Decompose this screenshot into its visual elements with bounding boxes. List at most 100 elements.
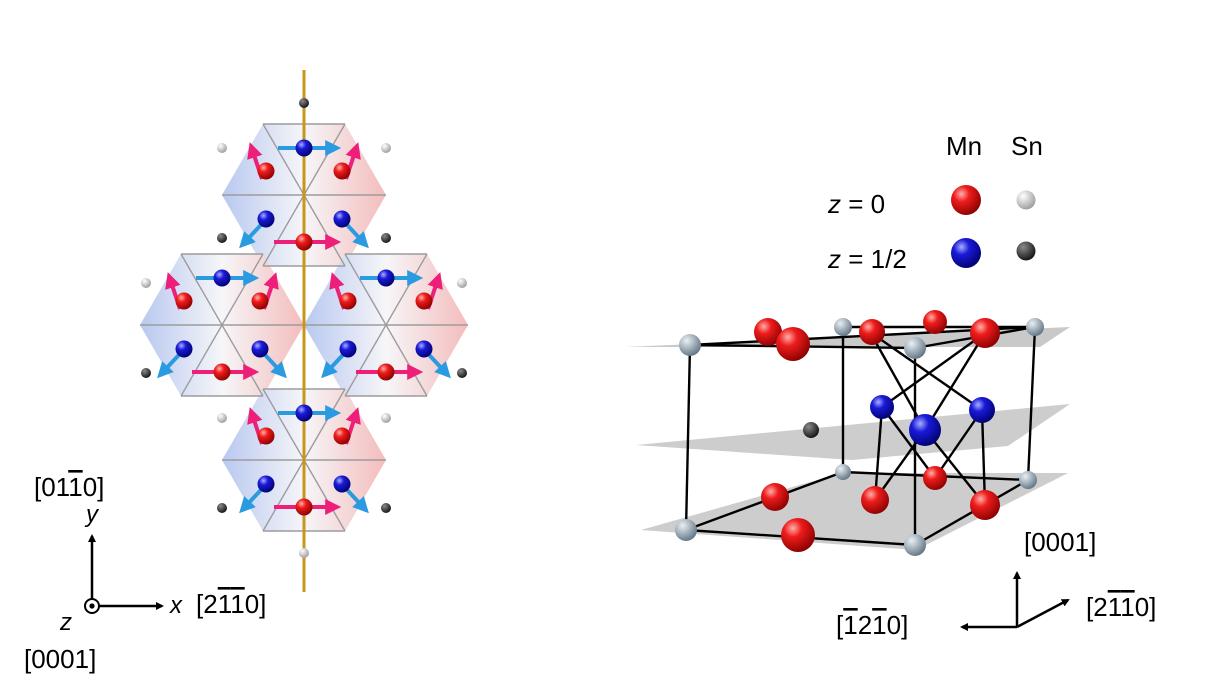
mn-atom-z-half <box>257 475 275 493</box>
mn-atom-z0 <box>295 233 313 251</box>
mn-atom-z0 <box>861 486 889 514</box>
sn-atom-z0 <box>381 143 391 153</box>
mn-atom-z0 <box>257 427 275 445</box>
cell-edge <box>934 409 983 479</box>
sn-atom-z-half <box>217 503 227 513</box>
mn-atom-z-half <box>339 340 357 358</box>
c-direction-label: [0001] <box>1024 527 1096 557</box>
sn-atom <box>904 337 926 359</box>
mn-atom-z0 <box>761 483 789 511</box>
cell-edge <box>923 332 987 431</box>
mn-atoms <box>175 139 433 516</box>
sn-atom-z-half <box>457 368 467 378</box>
x-direction-label: [2110] <box>196 589 266 619</box>
sn-atom-z-half <box>217 233 227 243</box>
sn-atom <box>1026 318 1044 336</box>
mn-atom-z0 <box>333 162 351 180</box>
legend-sn-z-half-atom <box>1016 241 1036 261</box>
cell-atoms <box>675 310 1044 556</box>
mn-atom-z-half <box>257 210 275 228</box>
sn-atom-z0 <box>299 548 309 558</box>
sn-atom-z-half <box>381 503 391 513</box>
mn-atom-z0 <box>251 292 269 310</box>
mn-atom-z0 <box>257 162 275 180</box>
right-coordinate-axes: [0001] [1210] [2110] <box>836 527 1156 640</box>
mn-atom-z0 <box>923 310 947 334</box>
sn-atom-z0 <box>217 413 227 423</box>
kagome-lattice-panel <box>140 70 468 592</box>
left-coordinate-axes: [0110] y x [2110] z [0001] <box>24 472 266 674</box>
mn-atom-z0 <box>923 466 947 490</box>
sn-atom-z-half <box>299 98 309 108</box>
cell-edge <box>914 478 1029 547</box>
cell-edge <box>873 406 884 501</box>
mn-atom-z0 <box>175 292 193 310</box>
plane-bottom <box>641 473 1068 550</box>
cell-edge <box>980 409 987 506</box>
mn-atom-z-half <box>333 475 351 493</box>
unit-cell-3d <box>626 310 1070 556</box>
legend-mn-z-half-atom <box>951 238 981 268</box>
z-direction-label: [0001] <box>24 644 96 674</box>
x-axis-label: x <box>169 592 183 619</box>
cell-edge <box>868 331 927 431</box>
mn-atom-z-half <box>175 340 193 358</box>
cell-edge <box>924 429 986 506</box>
mn-atom-z-half <box>213 269 231 287</box>
a2-direction-label: [2110] <box>1086 592 1156 622</box>
mn-atom-z-half <box>251 340 269 358</box>
mn-atom-z-half <box>415 340 433 358</box>
overbar-digit: 1 <box>68 472 82 502</box>
sn-atom-z-half <box>381 233 391 243</box>
y-axis-label: y <box>84 501 100 528</box>
mn-atom-z0 <box>781 518 815 552</box>
mn-atom-z0 <box>415 292 433 310</box>
mn-atom-z-half <box>870 395 894 419</box>
a1-direction-label: [1210] <box>836 610 908 640</box>
mn-atom-z-half <box>969 397 995 423</box>
sn-atom-z0 <box>141 278 151 288</box>
sn-atom-z0 <box>381 413 391 423</box>
mn-atom-z0 <box>295 498 313 516</box>
cell-edge <box>881 332 986 408</box>
mn-atom-z0 <box>970 490 1000 520</box>
cell-edge <box>1026 326 1037 481</box>
mn-atom-z0 <box>970 318 1000 348</box>
mn-atom-z-half <box>909 414 941 446</box>
mn-atom-z0 <box>776 327 810 361</box>
sn-atom-z0 <box>217 143 227 153</box>
mn-atom-z0 <box>754 318 782 346</box>
legend-row-z0: z = 0 <box>827 189 885 219</box>
plane-middle <box>636 404 1070 460</box>
mn-atom-z-half <box>377 269 395 287</box>
mn-atom-z0 <box>339 292 357 310</box>
mn-atom-z-half <box>295 139 313 157</box>
y-direction-label: [0110] <box>34 472 104 502</box>
sn-atom-z-half <box>141 368 151 378</box>
sn-atom <box>675 519 697 541</box>
legend: Mn Sn z = 0 z = 1/2 <box>827 131 1043 274</box>
z-axis-label: z <box>59 609 72 636</box>
mn-atom-z0 <box>333 427 351 445</box>
legend-mn-z0-atom <box>951 185 981 215</box>
legend-row-z-half: z = 1/2 <box>827 244 907 274</box>
cell-edge <box>684 344 692 531</box>
legend-mn-header: Mn <box>946 131 982 161</box>
mn-atom-z-half <box>333 210 351 228</box>
sn-atom <box>835 464 851 480</box>
mn-atom-z0 <box>859 319 885 345</box>
a2-axis-arrow <box>1016 598 1070 629</box>
mn-atom-z0 <box>377 363 395 381</box>
sn-atom-z0 <box>457 278 467 288</box>
sn-atom <box>1019 471 1037 489</box>
legend-sn-header: Sn <box>1011 131 1043 161</box>
mn-atom-z0 <box>213 363 231 381</box>
sn-atom <box>904 534 926 556</box>
sn-atom <box>679 334 701 356</box>
sn-atoms <box>141 98 467 558</box>
sn-atom-z-half <box>803 422 819 438</box>
mn-atom-z-half <box>295 404 313 422</box>
cell-edge <box>869 331 983 411</box>
legend-sn-z0-atom <box>1016 190 1036 210</box>
